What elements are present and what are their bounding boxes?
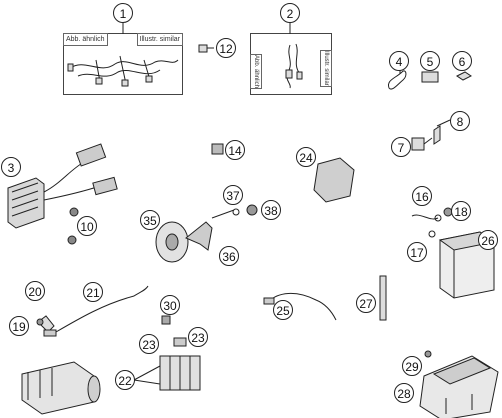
secondary-wiring-harness bbox=[285, 43, 303, 89]
callout-28[interactable]: 28 bbox=[394, 383, 414, 403]
callout-24[interactable]: 24 bbox=[296, 147, 316, 167]
callout-36[interactable]: 36 bbox=[219, 246, 239, 266]
callout-29[interactable]: 29 bbox=[402, 356, 422, 376]
secondary-harness-panel: Abb. ähnlich Illustr. similar bbox=[250, 33, 332, 95]
nut-10a bbox=[69, 207, 79, 217]
callout-2[interactable]: 2 bbox=[280, 3, 300, 23]
callout-7[interactable]: 7 bbox=[391, 137, 411, 157]
bolt-29 bbox=[424, 350, 432, 358]
callout-14[interactable]: 14 bbox=[225, 140, 245, 160]
callout-12[interactable]: 12 bbox=[216, 38, 236, 58]
callout-4[interactable]: 4 bbox=[389, 51, 409, 71]
callout-22[interactable]: 22 bbox=[115, 370, 135, 390]
bracket-36 bbox=[185, 221, 213, 251]
washer-37 bbox=[232, 208, 240, 216]
callout-25[interactable]: 25 bbox=[273, 300, 293, 320]
main-wiring-harness bbox=[67, 55, 179, 87]
panel2-tag-right: Illustr. similar bbox=[320, 50, 332, 87]
bolt-30 bbox=[161, 315, 171, 325]
callout-27[interactable]: 27 bbox=[356, 293, 376, 313]
starter-motor bbox=[21, 361, 101, 415]
panel2-tag-left: Abb. ähnlich bbox=[250, 54, 262, 90]
callout-19[interactable]: 19 bbox=[9, 316, 29, 336]
callout-38[interactable]: 38 bbox=[261, 200, 281, 220]
voltage-regulator-3 bbox=[7, 143, 118, 229]
callout-23b[interactable]: 23 bbox=[188, 327, 208, 347]
cover-24 bbox=[313, 157, 355, 203]
cable-25 bbox=[267, 293, 337, 321]
clip-6 bbox=[456, 71, 472, 81]
callout-16[interactable]: 16 bbox=[412, 186, 432, 206]
callout-26[interactable]: 26 bbox=[478, 230, 498, 250]
nut-38 bbox=[246, 204, 258, 216]
callout-17[interactable]: 17 bbox=[407, 242, 427, 262]
callout-18[interactable]: 18 bbox=[451, 201, 471, 221]
relay-5 bbox=[421, 71, 439, 83]
callout-1[interactable]: 1 bbox=[113, 3, 133, 23]
strap-27 bbox=[379, 275, 387, 321]
callout-23a[interactable]: 23 bbox=[139, 334, 159, 354]
nut-10b bbox=[67, 235, 77, 245]
battery-holder-28 bbox=[419, 355, 499, 418]
starter-cable-21 bbox=[55, 285, 149, 333]
callout-5[interactable]: 5 bbox=[420, 51, 440, 71]
panel1-tag-left: Abb. ähnlich bbox=[63, 33, 108, 46]
callout-10[interactable]: 10 bbox=[77, 216, 97, 236]
callout-37[interactable]: 37 bbox=[223, 185, 243, 205]
panel1-tag-right: Illustr. similar bbox=[136, 33, 183, 46]
callout-21[interactable]: 21 bbox=[83, 282, 103, 302]
connector-12 bbox=[198, 44, 208, 53]
relay-box-22 bbox=[159, 355, 201, 391]
cable-16 bbox=[411, 214, 439, 220]
callout-30[interactable]: 30 bbox=[160, 295, 180, 315]
callout-3[interactable]: 3 bbox=[1, 157, 21, 177]
bolt-19 bbox=[36, 318, 44, 326]
washer-17 bbox=[428, 230, 436, 238]
fuse-23a bbox=[173, 337, 187, 347]
callout-8[interactable]: 8 bbox=[450, 111, 470, 131]
sensor-4 bbox=[387, 68, 407, 90]
horn-35 bbox=[155, 221, 189, 263]
bracket-8 bbox=[433, 125, 441, 145]
callout-35[interactable]: 35 bbox=[140, 210, 160, 230]
relay-7 bbox=[411, 137, 425, 151]
callout-6[interactable]: 6 bbox=[452, 51, 472, 71]
diode-14 bbox=[211, 143, 224, 155]
callout-20[interactable]: 20 bbox=[25, 281, 45, 301]
